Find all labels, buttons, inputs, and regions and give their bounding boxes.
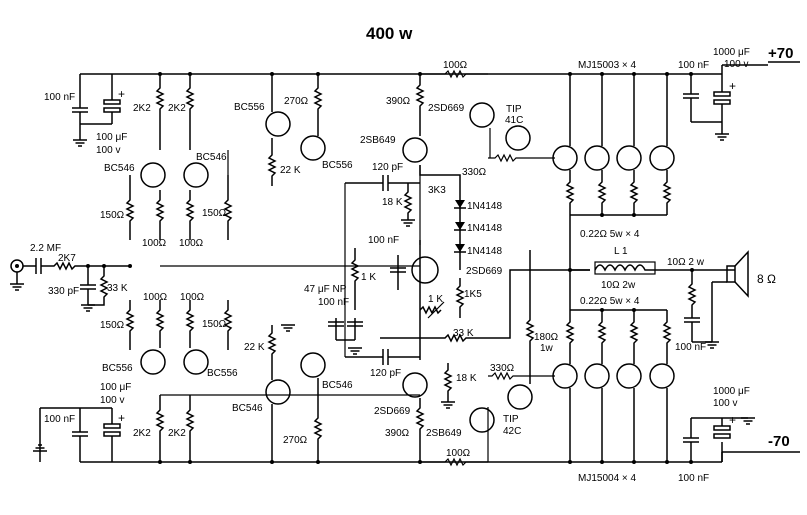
output-transistors-bottom: MJ15004 × 4	[578, 473, 637, 484]
cap-label: 100 μF	[96, 132, 127, 143]
output-bank-top	[552, 74, 675, 216]
component-label: 33 K	[453, 328, 474, 339]
component-label: BC546	[232, 403, 263, 414]
component-label: 100 nF	[318, 297, 349, 308]
component-label: 1N4148	[467, 246, 502, 257]
component-label: BC546	[322, 380, 353, 391]
component-label: BC556	[207, 368, 238, 379]
svg-text:+: +	[118, 411, 125, 425]
component-label: BC556	[322, 160, 353, 171]
component-label: 2SD669	[466, 266, 503, 277]
component-label: 1N4148	[467, 223, 502, 234]
component-label: 1000 μF	[713, 47, 750, 58]
cap-label: 100 v	[96, 145, 120, 156]
component-label: 150Ω	[202, 208, 227, 219]
component-label: 100 v	[713, 398, 737, 409]
component-label: TIP	[506, 104, 522, 115]
component-label: BC556	[234, 102, 265, 113]
component-label: 100Ω	[143, 292, 168, 303]
component-label: 2.2 MF	[30, 243, 61, 254]
component-label: 100 nF	[368, 235, 399, 246]
component-label: 18 K	[456, 373, 477, 384]
component-label: 8 Ω	[757, 272, 776, 286]
component-label: 33 K	[107, 283, 128, 294]
negative-rail-label: -70	[768, 433, 790, 450]
component-label: 22 K	[244, 342, 265, 353]
cap-label: 100 μF	[100, 382, 131, 393]
component-label: BC546	[104, 163, 135, 174]
component-label: 2SD669	[428, 103, 465, 114]
component-label: 270Ω	[283, 435, 308, 446]
component-label: 120 pF	[370, 368, 401, 379]
cap-label: 100 nF	[44, 414, 75, 425]
component-label: 100 v	[724, 59, 748, 70]
component-label: 0.22Ω 5w × 4	[580, 229, 640, 240]
cap-label: 100 v	[100, 395, 124, 406]
component-label: 120 pF	[372, 162, 403, 173]
component-label: 100Ω	[446, 448, 471, 459]
component-label: 10Ω 2 w	[667, 257, 705, 268]
component-label: 330Ω	[490, 363, 515, 374]
component-label: BC546	[196, 152, 227, 163]
component-label: 2K2	[168, 103, 186, 114]
svg-text:+: +	[729, 413, 736, 427]
svg-text:+: +	[118, 87, 125, 101]
component-label: 150Ω	[100, 210, 125, 221]
component-label: 100 nF	[678, 60, 709, 71]
component-label: 1N4148	[467, 201, 502, 212]
component-label: 1 K	[428, 294, 443, 305]
component-label: 42C	[503, 426, 521, 437]
component-label: 100Ω	[179, 238, 204, 249]
component-label: 2SB649	[426, 428, 462, 439]
component-label: 150Ω	[202, 319, 227, 330]
component-label: 180Ω	[534, 332, 559, 343]
component-label: 2K7	[58, 253, 76, 264]
title: 400 w	[366, 24, 413, 43]
component-label: 390Ω	[386, 96, 411, 107]
cap-label: 100 nF	[44, 92, 75, 103]
component-label: 2SD669	[374, 406, 411, 417]
component-label: 2SB649	[360, 135, 396, 146]
component-label: 100Ω	[443, 60, 468, 71]
component-label: 100Ω	[142, 238, 167, 249]
component-label: 1 K	[361, 272, 376, 283]
component-label: 18 K	[382, 197, 403, 208]
positive-rail-label: +70	[768, 45, 793, 62]
component-label: 0.22Ω 5w × 4	[580, 296, 640, 307]
svg-text:+: +	[729, 79, 736, 93]
component-label: L 1	[614, 246, 628, 257]
speaker-icon	[726, 265, 736, 283]
component-label: 100 nF	[678, 473, 709, 484]
component-label: 22 K	[280, 165, 301, 176]
component-label: 1w	[540, 343, 554, 354]
component-label: 100Ω	[180, 292, 205, 303]
component-label: 47 μF NP	[304, 284, 347, 295]
component-label: 270Ω	[284, 96, 309, 107]
component-label: 1K5	[464, 289, 482, 300]
component-label: 3K3	[428, 185, 446, 196]
component-label: 330 pF	[48, 286, 79, 297]
component-label: 100 nF	[675, 342, 706, 353]
component-label: 390Ω	[385, 428, 410, 439]
component-label: 2K2	[168, 428, 186, 439]
output-bank-bottom	[552, 309, 675, 462]
component-label: 1000 μF	[713, 386, 750, 397]
component-label: 330Ω	[462, 167, 487, 178]
component-label: 2K2	[133, 103, 151, 114]
output-transistors-top: MJ15003 × 4	[578, 60, 637, 71]
component-label: 41C	[505, 115, 523, 126]
component-label: TIP	[503, 414, 519, 425]
component-label: 10Ω 2w	[601, 280, 636, 291]
component-label: BC556	[102, 363, 133, 374]
component-label: 150Ω	[100, 320, 125, 331]
component-label: 2K2	[133, 428, 151, 439]
